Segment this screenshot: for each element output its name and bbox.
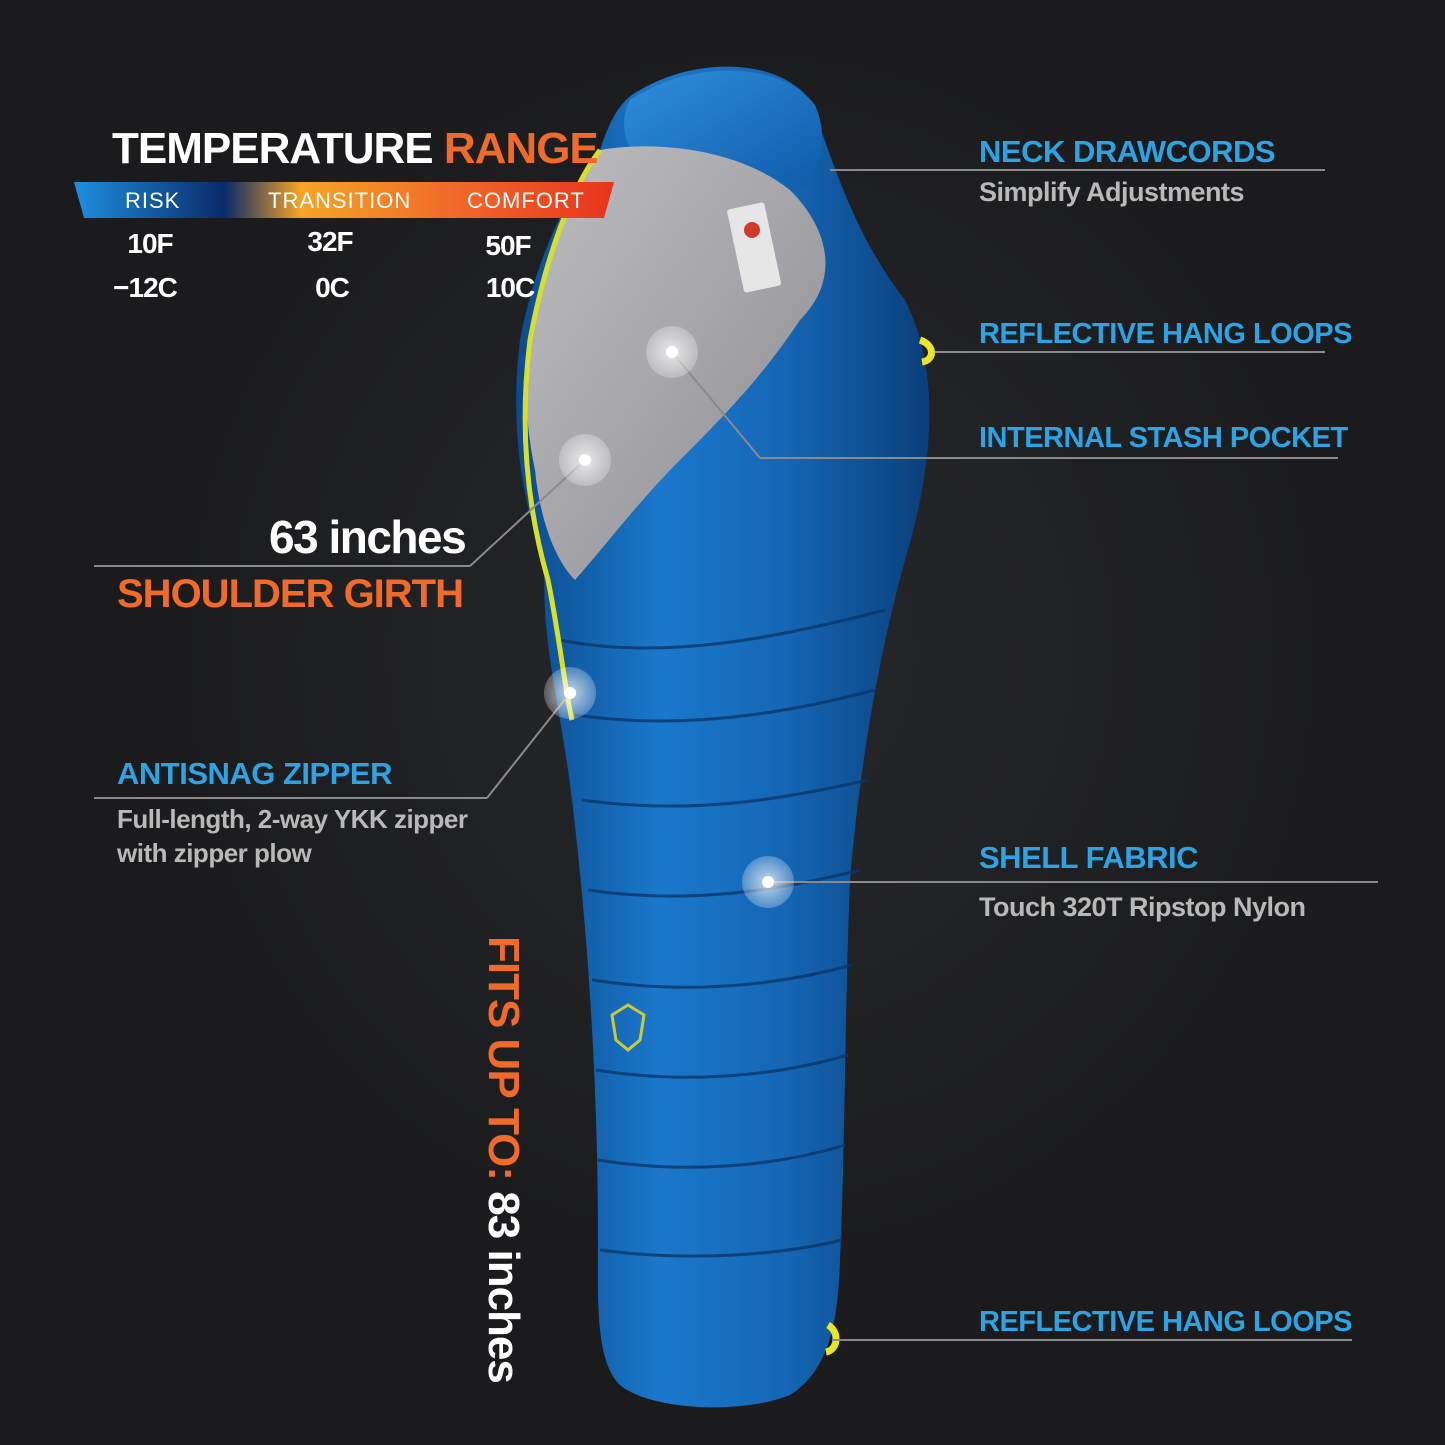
risk-fahrenheit: 10F — [127, 228, 173, 259]
temperature-title-main: TEMPERATURE — [112, 124, 434, 173]
brand-label-icon — [744, 222, 760, 238]
transition-fahrenheit: 32F — [307, 226, 353, 257]
zone-transition-label: TRANSITION — [268, 188, 412, 213]
zone-comfort-label: COMFORT — [467, 188, 585, 213]
transition-celsius: 0C — [315, 272, 350, 303]
shell-fabric-title: SHELL FABRIC — [979, 840, 1199, 875]
girth-value: 63 inches — [269, 511, 467, 563]
neck-drawcords-title: NECK DRAWCORDS — [979, 134, 1276, 169]
antisnag-zipper-sub-line2: with zipper plow — [117, 838, 312, 868]
temperature-title-accent: RANGE — [443, 124, 599, 173]
fits-value: 83 inches — [479, 1191, 528, 1383]
brand-logo-icon — [610, 1003, 646, 1052]
risk-celsius: −12C — [113, 272, 178, 303]
antisnag-zipper-sub-line1: Full-length, 2-way YKK zipper — [117, 804, 468, 834]
stash-pocket-title: INTERNAL STASH POCKET — [979, 422, 1348, 454]
zone-risk-label: RISK — [125, 188, 181, 213]
temperature-title: TEMPERATURE RANGE — [112, 124, 599, 174]
antisnag-zipper-title: ANTISNAG ZIPPER — [117, 756, 392, 791]
hang-loops-top-title: REFLECTIVE HANG LOOPS — [979, 318, 1352, 350]
hang-loop-top-icon — [918, 336, 935, 366]
temperature-gradient-band — [74, 182, 614, 218]
fits-prefix: FITS UP TO: — [479, 936, 528, 1192]
hang-loops-bottom-title: REFLECTIVE HANG LOOPS — [979, 1306, 1352, 1338]
comfort-celsius: 10C — [485, 272, 535, 303]
fits-up-to: FITS UP TO: 83 inches — [474, 936, 530, 1383]
brand-label — [727, 202, 781, 293]
zipper-trim — [522, 148, 603, 721]
girth-label: SHOULDER GIRTH — [117, 572, 464, 616]
leader-girth-diag — [469, 459, 586, 567]
hotspot-dots — [544, 326, 794, 908]
shell-fabric-sub: Touch 320T Ripstop Nylon — [979, 892, 1306, 922]
neck-drawcords-sub: Simplify Adjustments — [979, 177, 1245, 207]
baffle-seams — [559, 608, 886, 1258]
comfort-fahrenheit: 50F — [485, 230, 531, 261]
